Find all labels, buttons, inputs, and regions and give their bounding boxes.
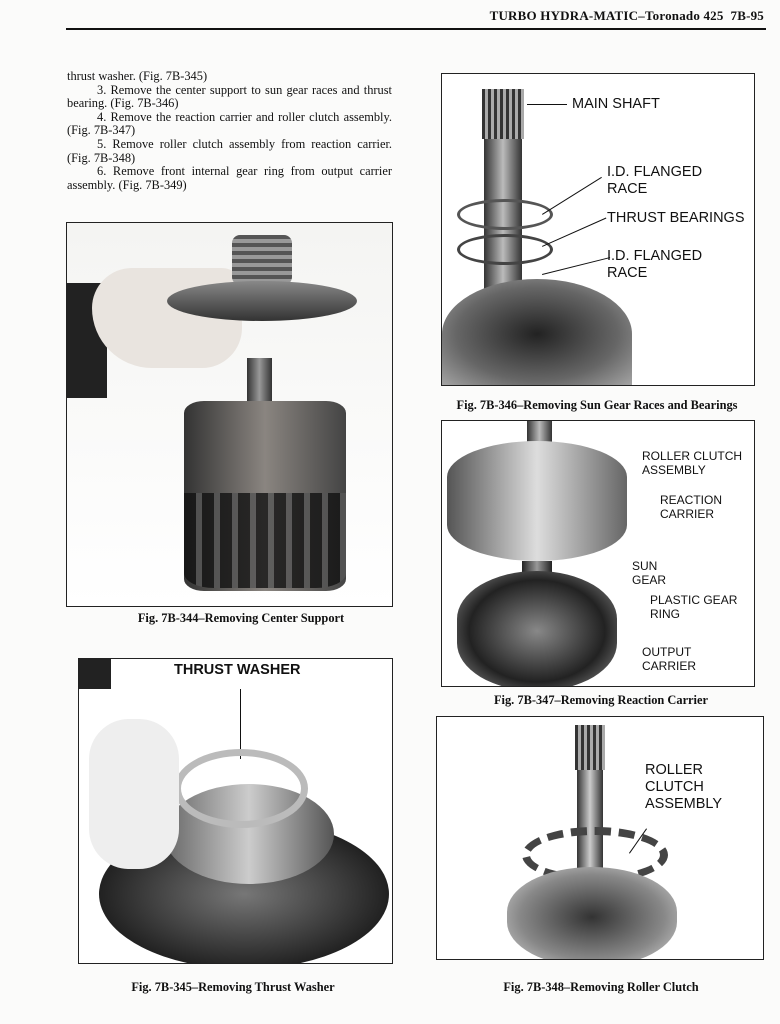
label-thrust-bearings: THRUST BEARINGS xyxy=(607,210,745,226)
label-reaction-carrier: REACTION CARRIER xyxy=(660,493,723,521)
paragraph: thrust washer. (Fig. 7B-345) xyxy=(67,69,208,83)
figure-7b-344-caption: Fig. 7B-344–Removing Center Support xyxy=(137,611,345,625)
figure-7b-346-caption: Fig. 7B-346–Removing Sun Gear Races and … xyxy=(456,398,738,412)
label-main-shaft: MAIN SHAFT xyxy=(572,96,660,112)
figure-7b-344-photo xyxy=(66,222,393,607)
label-id-flanged-race-2: I.D. FLANGED RACE xyxy=(607,248,703,281)
running-header: TURBO HYDRA-MATIC–Toronado 425 7B-95 xyxy=(490,8,764,24)
paragraph: 6. Remove front internal gear ring from … xyxy=(67,164,392,192)
figure-7b-345-caption: Fig. 7B-345–Removing Thrust Washer xyxy=(131,980,335,994)
body-text: thrust washer. (Fig. 7B-345) 3. Remove t… xyxy=(67,69,392,192)
label-roller-clutch-assembly: ROLLER CLUTCH ASSEMBLY xyxy=(645,762,723,812)
label-sun-gear: SUN GEAR xyxy=(632,559,667,587)
label-roller-clutch-assembly: ROLLER CLUTCH ASSEMBLY xyxy=(642,449,743,477)
label-output-carrier: OUTPUT CARRIER xyxy=(642,645,697,673)
paragraph: 5. Remove roller clutch assembly from re… xyxy=(67,136,392,165)
figure-7b-347-photo: ROLLER CLUTCH ASSEMBLY REACTION CARRIER … xyxy=(441,420,755,687)
label-plastic-gear-ring: PLASTIC GEAR RING xyxy=(650,593,738,621)
figure-7b-346-photo: MAIN SHAFT I.D. FLANGED RACE THRUST BEAR… xyxy=(441,73,755,386)
figure-7b-348-caption: Fig. 7B-348–Removing Roller Clutch xyxy=(503,980,699,994)
paragraph: 4. Remove the reaction carrier and rolle… xyxy=(67,109,392,138)
label-id-flanged-race-1: I.D. FLANGED RACE xyxy=(607,164,703,197)
label-thrust-washer: THRUST WASHER xyxy=(174,662,301,678)
header-title: TURBO HYDRA-MATIC–Toronado 425 xyxy=(489,8,724,23)
page-number: 7B-95 xyxy=(730,8,764,23)
figure-7b-345-photo: THRUST WASHER xyxy=(78,658,393,964)
paragraph: 3. Remove the center support to sun gear… xyxy=(67,82,392,111)
figure-7b-347-caption: Fig. 7B-347–Removing Reaction Carrier xyxy=(493,693,709,707)
header-rule xyxy=(66,28,766,30)
figure-7b-348-photo: ROLLER CLUTCH ASSEMBLY xyxy=(436,716,764,960)
